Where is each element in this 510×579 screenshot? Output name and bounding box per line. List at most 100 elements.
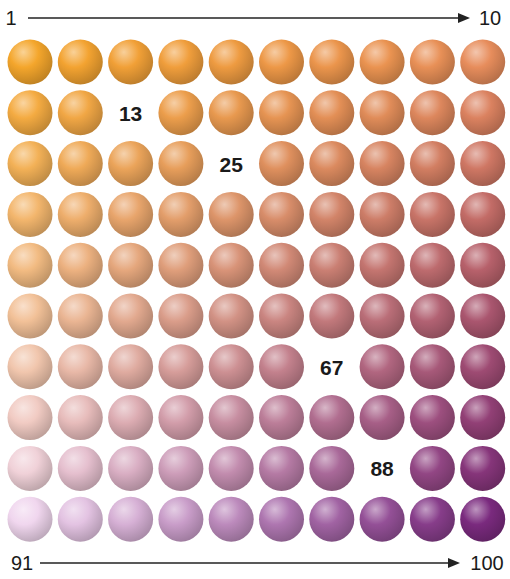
sphere: [209, 294, 254, 339]
sphere: [460, 294, 505, 339]
sphere: [360, 40, 405, 85]
sphere: [410, 294, 455, 339]
callout-number: 67: [320, 356, 343, 377]
range-end-number: 10: [479, 8, 501, 28]
sphere: [410, 192, 455, 237]
sphere: [259, 192, 304, 237]
sphere: [58, 294, 103, 339]
sphere: [108, 395, 153, 440]
sphere: [410, 40, 455, 85]
sphere: [410, 141, 455, 186]
sphere: [360, 90, 405, 135]
sphere: [8, 294, 53, 339]
sphere: [309, 90, 354, 135]
range-end-number: 100: [470, 553, 503, 573]
sphere: [309, 192, 354, 237]
sphere: [58, 497, 103, 542]
sphere: [158, 141, 203, 186]
sphere: [460, 90, 505, 135]
sphere: [8, 243, 53, 288]
sphere: [108, 294, 153, 339]
sphere: [309, 40, 354, 85]
sphere: [158, 395, 203, 440]
sphere: [108, 243, 153, 288]
sphere: [8, 446, 53, 491]
sphere: [158, 344, 203, 389]
sphere: [460, 344, 505, 389]
sphere: [58, 395, 103, 440]
sphere: [360, 395, 405, 440]
sphere: [8, 395, 53, 440]
sphere: [108, 497, 153, 542]
sphere: [209, 90, 254, 135]
sphere: [410, 497, 455, 542]
sphere: [8, 141, 53, 186]
range-start-number: 1: [5, 8, 16, 28]
sphere: [360, 344, 405, 389]
sphere: [309, 243, 354, 288]
sphere: [158, 243, 203, 288]
sphere: [259, 344, 304, 389]
sphere: [259, 243, 304, 288]
callout-number: 13: [119, 102, 142, 123]
sphere: [108, 40, 153, 85]
sphere: [410, 395, 455, 440]
sphere: [460, 192, 505, 237]
sphere: [410, 446, 455, 491]
sphere: [108, 344, 153, 389]
sphere: [410, 344, 455, 389]
sphere: [309, 446, 354, 491]
sphere: [58, 192, 103, 237]
sphere: [158, 294, 203, 339]
sphere: [460, 40, 505, 85]
sphere: [108, 141, 153, 186]
sphere: [460, 141, 505, 186]
sphere: [360, 294, 405, 339]
sphere: [259, 395, 304, 440]
sphere: [8, 40, 53, 85]
sphere: [209, 497, 254, 542]
sphere: [108, 446, 153, 491]
sphere: [259, 497, 304, 542]
sphere: [58, 243, 103, 288]
sphere: [8, 344, 53, 389]
sphere: [460, 446, 505, 491]
sphere: [410, 90, 455, 135]
sphere: [58, 141, 103, 186]
sphere: [58, 446, 103, 491]
sphere: [259, 90, 304, 135]
sphere: [158, 192, 203, 237]
sphere: [8, 497, 53, 542]
sphere: [259, 40, 304, 85]
sphere: [209, 243, 254, 288]
range-start-number: 91: [11, 553, 33, 573]
sphere: [360, 243, 405, 288]
sphere: [460, 395, 505, 440]
sphere: [360, 141, 405, 186]
sphere: [460, 497, 505, 542]
sphere: [8, 90, 53, 135]
sphere: [309, 497, 354, 542]
sphere: [309, 141, 354, 186]
sphere: [158, 446, 203, 491]
sphere: [410, 243, 455, 288]
sphere: [309, 395, 354, 440]
callout-number: 88: [370, 458, 393, 479]
sphere: [259, 294, 304, 339]
callout-number: 25: [220, 153, 243, 174]
sphere: [360, 192, 405, 237]
range-arrow: [40, 558, 460, 568]
sphere: [460, 243, 505, 288]
sphere: [58, 344, 103, 389]
sphere: [209, 344, 254, 389]
sphere: [58, 90, 103, 135]
sphere: [108, 192, 153, 237]
sphere: [259, 141, 304, 186]
sphere: [158, 40, 203, 85]
sphere: [209, 446, 254, 491]
sphere: [158, 497, 203, 542]
sphere: [58, 40, 103, 85]
sphere: [360, 497, 405, 542]
